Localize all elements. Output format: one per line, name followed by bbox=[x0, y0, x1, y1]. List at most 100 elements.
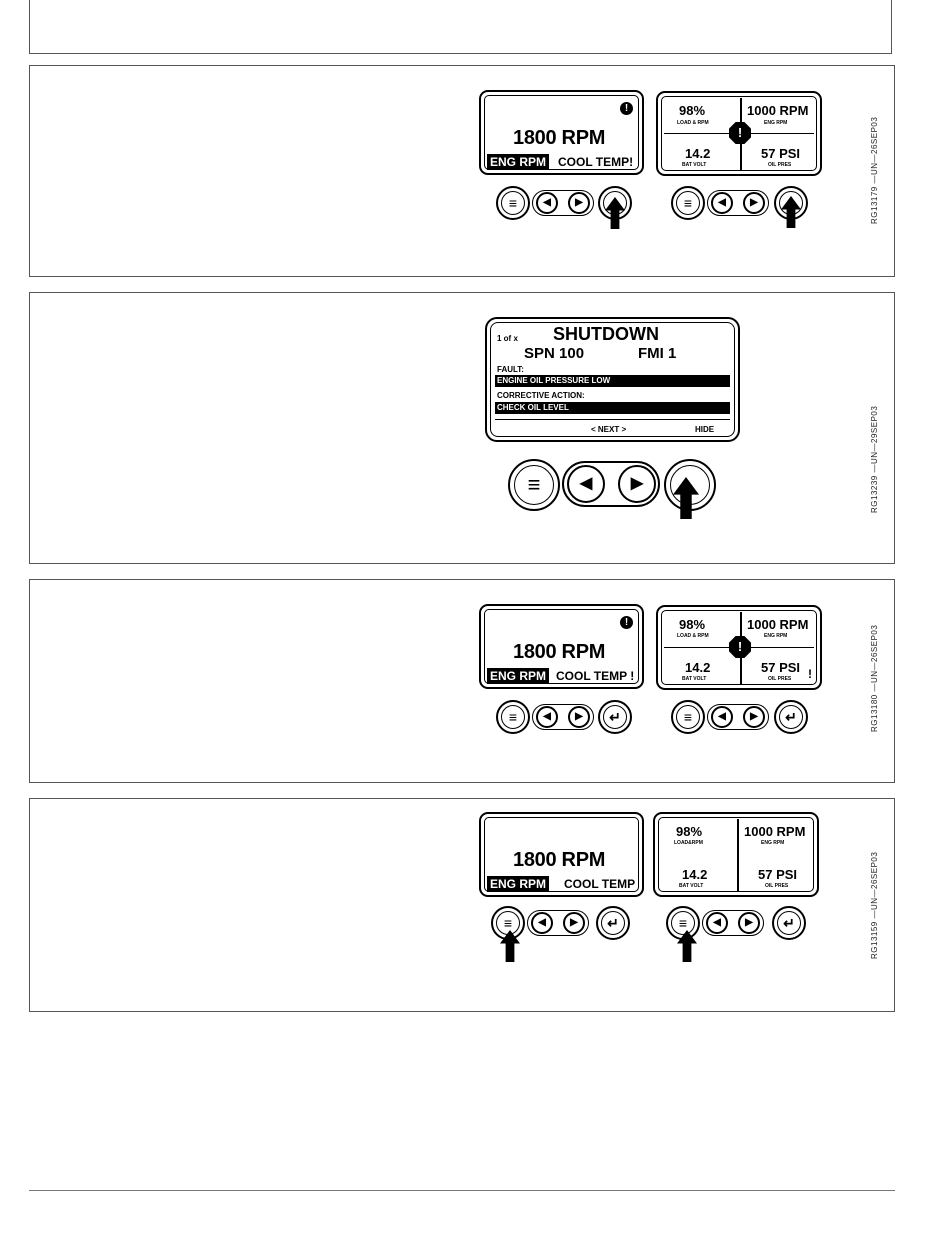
warning-icon: ! bbox=[729, 122, 751, 144]
enter-button[interactable]: ↵ bbox=[598, 700, 632, 734]
figure-panel-1: ! 1800 RPM ENG RPM COOL TEMP! ≡ ◀ ▶ 98% … bbox=[29, 65, 895, 277]
quad-load-label: LOAD & RPM bbox=[677, 633, 709, 639]
quad-oil-label: OIL PRES bbox=[765, 883, 789, 889]
menu-button[interactable]: ≡ bbox=[671, 186, 705, 220]
right-arrow-icon: ▶ bbox=[630, 475, 644, 492]
alert-icon: ! bbox=[620, 102, 633, 115]
fault-label: FAULT: bbox=[497, 365, 524, 374]
enter-button[interactable]: ↵ bbox=[772, 906, 806, 940]
quad-oil-value: 57 PSI bbox=[761, 146, 801, 161]
left-button[interactable]: ◀ bbox=[706, 912, 728, 934]
quad-volt-label: BAT VOLT bbox=[682, 676, 707, 682]
quad-rpm-label: ENG RPM bbox=[764, 120, 788, 126]
tab-eng-rpm: ENG RPM bbox=[487, 154, 550, 170]
right-arrow-icon: ▶ bbox=[750, 711, 758, 722]
right-arrow-icon: ▶ bbox=[750, 197, 758, 208]
quad-rpm-label: ENG RPM bbox=[761, 840, 785, 846]
enter-icon: ↵ bbox=[607, 915, 619, 931]
tab-cool-temp: COOL TEMP bbox=[564, 877, 636, 891]
quad-volt-value: 14.2 bbox=[685, 660, 711, 675]
previous-section-box bbox=[29, 0, 892, 54]
figure-caption: RG13179 —UN—26SEP03 bbox=[870, 116, 879, 224]
menu-button[interactable]: ≡ bbox=[496, 186, 530, 220]
left-arrow-icon: ◀ bbox=[543, 711, 551, 722]
left-arrow-icon: ◀ bbox=[579, 475, 593, 492]
shutdown-title: SHUTDOWN bbox=[553, 324, 659, 344]
spn-code: SPN 100 bbox=[524, 345, 585, 362]
rpm-readout: 1800 RPM bbox=[513, 849, 606, 871]
quad-volt-label: BAT VOLT bbox=[679, 883, 704, 889]
menu-icon: ≡ bbox=[508, 195, 518, 211]
left-button[interactable]: ◀ bbox=[711, 706, 733, 728]
menu-button[interactable]: ≡ bbox=[671, 700, 705, 734]
lcd-quad-display: 98% LOAD & RPM 1000 RPM ENG RPM 14.2 BAT… bbox=[656, 605, 822, 690]
enter-button[interactable]: ↵ bbox=[774, 700, 808, 734]
right-arrow-icon: ▶ bbox=[575, 197, 583, 208]
tab-cool-temp: COOL TEMP ! bbox=[556, 669, 635, 683]
right-button[interactable]: ▶ bbox=[568, 192, 590, 214]
quad-rpm-value: 1000 RPM bbox=[744, 824, 806, 839]
right-button[interactable]: ▶ bbox=[563, 912, 585, 934]
left-button[interactable]: ◀ bbox=[536, 192, 558, 214]
quad-oil-label: OIL PRES bbox=[768, 162, 792, 168]
alert-icon: ! bbox=[620, 616, 633, 629]
right-button[interactable]: ▶ bbox=[738, 912, 760, 934]
right-arrow-icon: ▶ bbox=[745, 917, 753, 928]
left-button[interactable]: ◀ bbox=[711, 192, 733, 214]
quad-oil-value: 57 PSI bbox=[761, 660, 801, 675]
quad-rpm-value: 1000 RPM bbox=[747, 103, 809, 118]
right-button[interactable]: ▶ bbox=[618, 465, 656, 503]
fault-text: ENGINE OIL PRESSURE LOW bbox=[495, 375, 730, 387]
left-arrow-icon: ◀ bbox=[718, 197, 726, 208]
left-button[interactable]: ◀ bbox=[531, 912, 553, 934]
right-button[interactable]: ▶ bbox=[743, 706, 765, 728]
menu-icon: ≡ bbox=[508, 709, 518, 725]
quad-load-value: 98% bbox=[679, 617, 706, 632]
menu-icon: ≡ bbox=[678, 915, 688, 931]
lcd-single-display: 1800 RPM ENG RPM COOL TEMP bbox=[479, 812, 644, 897]
footer-rule bbox=[29, 1190, 895, 1191]
quad-volt-value: 14.2 bbox=[682, 867, 708, 882]
lcd-single-display: ! 1800 RPM ENG RPM COOL TEMP ! bbox=[479, 604, 644, 689]
enter-icon: ↵ bbox=[785, 709, 797, 725]
left-button[interactable]: ◀ bbox=[567, 465, 605, 503]
enter-icon: ↵ bbox=[609, 709, 621, 725]
oil-alert-icon: ! bbox=[808, 667, 812, 681]
menu-icon: ≡ bbox=[527, 472, 541, 497]
quad-load-value: 98% bbox=[676, 824, 703, 839]
tab-eng-rpm: ENG RPM bbox=[487, 668, 550, 684]
quad-volt-value: 14.2 bbox=[685, 146, 711, 161]
menu-button[interactable]: ≡ bbox=[508, 459, 560, 511]
quad-rpm-label: ENG RPM bbox=[764, 633, 788, 639]
right-arrow-icon: ▶ bbox=[575, 711, 583, 722]
hide-softkey[interactable]: HIDE bbox=[695, 425, 715, 434]
left-arrow-icon: ◀ bbox=[713, 917, 721, 928]
enter-icon: ↵ bbox=[783, 915, 795, 931]
enter-button[interactable]: ↵ bbox=[596, 906, 630, 940]
quad-volt-label: BAT VOLT bbox=[682, 162, 707, 168]
corrective-action-text: CHECK OIL LEVEL bbox=[495, 402, 730, 414]
right-button[interactable]: ▶ bbox=[743, 192, 765, 214]
figure-panel-2: 1 of x SHUTDOWN SPN 100 FMI 1 FAULT: ENG… bbox=[29, 292, 895, 564]
menu-button[interactable]: ≡ bbox=[666, 906, 700, 940]
right-button[interactable]: ▶ bbox=[568, 706, 590, 728]
menu-button[interactable]: ≡ bbox=[496, 700, 530, 734]
menu-icon: ≡ bbox=[683, 195, 693, 211]
quad-load-label: LOAD & RPM bbox=[677, 120, 709, 126]
lcd-quad-display: 98% LOAD&RPM 1000 RPM ENG RPM 14.2 BAT V… bbox=[653, 812, 819, 897]
left-button[interactable]: ◀ bbox=[536, 706, 558, 728]
page-counter: 1 of x bbox=[497, 334, 518, 343]
quad-oil-label: OIL PRES bbox=[768, 676, 792, 682]
lcd-single-display: ! 1800 RPM ENG RPM COOL TEMP! bbox=[479, 90, 644, 175]
menu-icon: ≡ bbox=[683, 709, 693, 725]
rpm-readout: 1800 RPM bbox=[513, 127, 606, 149]
next-softkey[interactable]: < NEXT > bbox=[591, 425, 627, 434]
quad-rpm-value: 1000 RPM bbox=[747, 617, 809, 632]
tab-cool-temp: COOL TEMP! bbox=[558, 155, 634, 169]
menu-icon: ≡ bbox=[503, 915, 513, 931]
left-arrow-icon: ◀ bbox=[718, 711, 726, 722]
fmi-code: FMI 1 bbox=[638, 345, 677, 362]
corrective-action-label: CORRECTIVE ACTION: bbox=[497, 391, 585, 400]
right-arrow-icon: ▶ bbox=[570, 917, 578, 928]
left-arrow-icon: ◀ bbox=[538, 917, 546, 928]
